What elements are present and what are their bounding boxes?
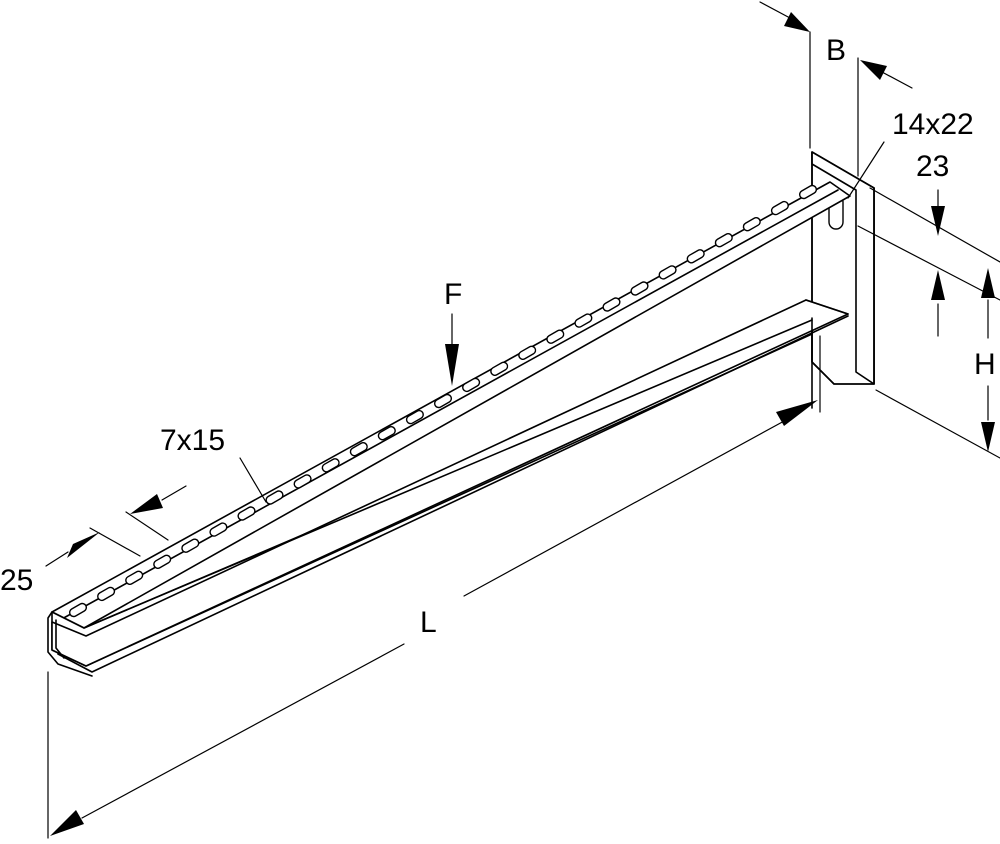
arm-slot	[630, 281, 649, 296]
arm-slot	[237, 506, 256, 521]
load-f: F	[444, 278, 462, 386]
arm-slot	[125, 570, 144, 585]
dim-25-arrow-bottom	[67, 532, 100, 558]
arm-slot	[321, 458, 340, 473]
dim-h-arrow-bottom	[981, 422, 995, 452]
arm-bottom-flange-edge	[57, 315, 849, 673]
arm-slot-row	[68, 184, 818, 618]
dim-h-ext-bottom	[875, 389, 1000, 459]
arm-slot	[798, 184, 818, 200]
dim-h-label: H	[974, 348, 996, 381]
dim-b-arrow-right	[860, 60, 887, 80]
load-f-label: F	[444, 278, 462, 311]
dimension-slot-offset: 23	[857, 150, 1000, 337]
dimension-slot-top: 14x22	[847, 108, 974, 199]
arm-slot	[546, 329, 565, 344]
dim-slot-offset-label: 23	[916, 150, 949, 183]
dim-23-ext-top	[869, 187, 1000, 263]
dim-23-arrow-bottom	[931, 270, 945, 300]
dim-h-arrow-top	[981, 268, 995, 298]
dim-25-ext-top	[125, 511, 169, 541]
dim-25-leader-bottom	[45, 551, 69, 567]
arm-slot	[433, 393, 453, 409]
dim-b-leader-left	[759, 1, 791, 19]
dimension-h: H	[875, 268, 1000, 459]
dim-25-arrow-top	[130, 494, 163, 514]
cantilever-arm	[47, 181, 851, 677]
arm-slot	[770, 200, 789, 216]
dim-slot-top-label: 14x22	[892, 108, 974, 141]
arm-slot	[265, 490, 284, 505]
arm-slot	[68, 602, 88, 618]
dim-23-ext-bottom	[857, 225, 1000, 301]
arm-slot	[462, 377, 481, 393]
arm-front-end-inner	[55, 619, 65, 659]
load-f-arrow	[445, 344, 459, 386]
arm-slot	[602, 297, 621, 312]
arm-slot	[658, 265, 677, 280]
arm-top-flange-inner-edge	[59, 189, 839, 621]
dim-l-arrow-front	[50, 810, 84, 836]
dim-slot-top-leader	[847, 141, 885, 199]
dim-25-leader-top	[161, 485, 187, 501]
dim-23-arrow-top	[931, 206, 945, 236]
dim-l-arrow-back	[776, 400, 818, 426]
arm-slot	[209, 522, 228, 537]
arm-slot	[377, 426, 396, 441]
dim-b-arrow-left	[784, 12, 810, 32]
arm-slot	[405, 409, 424, 425]
dim-b-label: B	[826, 34, 846, 67]
arm-slot	[490, 361, 509, 376]
dim-25-ext-bottom	[89, 527, 141, 557]
arm-slot	[686, 249, 705, 264]
arm-bottom-flange-rear	[805, 299, 849, 315]
arm-web-top-line	[83, 319, 813, 629]
dim-b-leader-right	[881, 71, 913, 89]
dimension-25: 25	[0, 485, 187, 597]
dimension-l: L	[47, 335, 821, 839]
dim-l-line-lower	[81, 643, 405, 819]
arm-slot	[153, 554, 172, 569]
arm-slot	[293, 474, 312, 489]
dim-slot-arm-leader	[239, 457, 267, 503]
arm-slot	[742, 217, 761, 232]
dim-25-label: 25	[0, 564, 33, 597]
arm-slot	[181, 538, 200, 553]
arm-front-end	[47, 611, 93, 677]
arm-slot	[574, 313, 593, 328]
dim-slot-arm-label: 7x15	[160, 424, 225, 457]
arm-slot	[97, 586, 116, 602]
arm-slot	[349, 442, 368, 457]
dimension-slot-arm: 7x15	[160, 424, 267, 503]
dim-l-line-upper	[463, 419, 787, 597]
arm-slot	[714, 233, 733, 248]
dim-l-label: L	[420, 606, 437, 639]
wall-plate-edge	[811, 151, 875, 385]
arm-slot	[518, 345, 537, 360]
dimension-b: B	[759, 1, 913, 177]
